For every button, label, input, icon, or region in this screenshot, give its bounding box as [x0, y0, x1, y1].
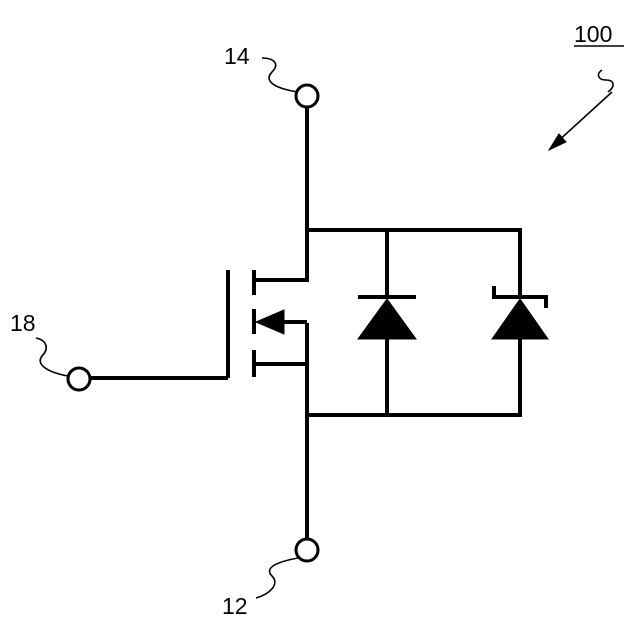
diode-triangle-icon [358, 299, 416, 339]
source-terminal [296, 539, 318, 561]
body-arrow-icon [256, 310, 284, 334]
reference-numeral-label: 100 [574, 21, 612, 47]
drain-terminal-label: 14 [224, 43, 250, 69]
mosfet-symbol [90, 270, 309, 378]
drain-terminal-group: 14 [224, 43, 318, 107]
reference-arrow-shaft [556, 92, 612, 143]
drain-leader-squiggle [262, 58, 298, 92]
drain-terminal [296, 85, 318, 107]
reference-leader-squiggle [599, 70, 614, 92]
source-leader-squiggle [256, 558, 298, 598]
source-terminal-group: 12 [222, 539, 318, 619]
zener-diode [492, 230, 548, 415]
gate-terminal [68, 368, 90, 390]
gate-terminal-label: 18 [10, 310, 36, 336]
reference-numeral: 100 [549, 21, 624, 150]
gate-leader-squiggle [36, 338, 68, 376]
body-diode [358, 230, 416, 415]
source-terminal-label: 12 [222, 593, 248, 619]
zener-triangle-icon [492, 299, 548, 339]
gate-terminal-group: 18 [10, 310, 90, 390]
